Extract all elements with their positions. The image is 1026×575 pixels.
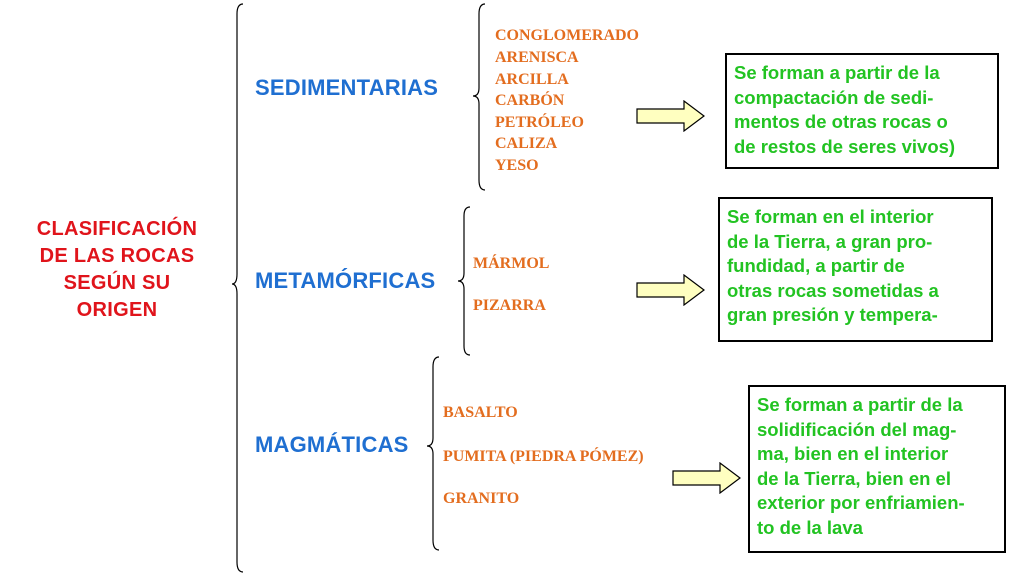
rock-item: MÁRMOL (473, 255, 550, 272)
title-line: DE LAS ROCAS (39, 245, 195, 267)
sedimentarias-brace (472, 3, 486, 191)
title-line: CLASIFICACIÓN (36, 218, 198, 240)
arrow-right-icon (636, 100, 705, 132)
description-box-sedimentarias: Se forman a partir de la compactación de… (725, 53, 999, 169)
description-line: Se forman a partir de la (757, 394, 963, 415)
description-line: to de la lava (757, 516, 863, 538)
description-line: solidificación del mag- (757, 418, 957, 440)
rock-item: PIZARRA (473, 297, 546, 314)
title-line: ORIGEN (76, 299, 158, 321)
rock-item: CONGLOMERADO (495, 27, 639, 44)
arrow-right-icon (672, 462, 741, 494)
rock-item: ARENISCA (495, 49, 579, 66)
diagram-title: CLASIFICACIÓN DE LAS ROCAS SEGÚN SU ORIG… (12, 216, 222, 324)
rock-item: CARBÓN (495, 92, 565, 109)
category-sedimentarias: SEDIMENTARIAS (255, 75, 439, 100)
description-line: de restos de seres vivos) (734, 135, 956, 157)
description-line: de la Tierra, bien en el (757, 467, 951, 489)
description-line: otras rocas sometidas a (727, 279, 939, 301)
description-line: Se forman en el interior (727, 206, 934, 227)
description-line: gran presión y tempera- (727, 304, 938, 325)
description-line: fundidad, a partir de (727, 255, 905, 276)
rock-item: CALIZA (495, 135, 558, 152)
description-line: de la Tierra, a gran pro- (727, 230, 933, 252)
description-line: exterior por enfriamien- (757, 492, 965, 513)
description-line: ma, bien en el interior (757, 443, 949, 464)
title-line: SEGÚN SU (63, 272, 171, 294)
rock-item: PUMITA (PIEDRA PÓMEZ) (443, 448, 644, 465)
rock-item: BASALTO (443, 404, 518, 421)
rock-item: GRANITO (443, 490, 520, 507)
magmaticas-brace (426, 356, 440, 551)
description-line: compactación de sedi- (734, 86, 934, 108)
category-magmaticas: MAGMÁTICAS (255, 432, 409, 457)
metamorficas-brace (457, 206, 471, 356)
category-metamorficas: METAMÓRFICAS (255, 268, 436, 293)
rock-item: YESO (495, 157, 539, 174)
description-line: mentos de otras rocas o (734, 111, 948, 132)
description-box-magmaticas: Se forman a partir de la solidificación … (748, 385, 1006, 553)
main-brace (231, 3, 244, 573)
description-box-metamorficas: Se forman en el interior de la Tierra, a… (718, 197, 993, 342)
description-line: Se forman a partir de la (734, 62, 940, 83)
arrow-right-icon (636, 274, 705, 306)
rock-item: PETRÓLEO (495, 114, 584, 131)
rock-item: ARCILLA (495, 71, 569, 88)
